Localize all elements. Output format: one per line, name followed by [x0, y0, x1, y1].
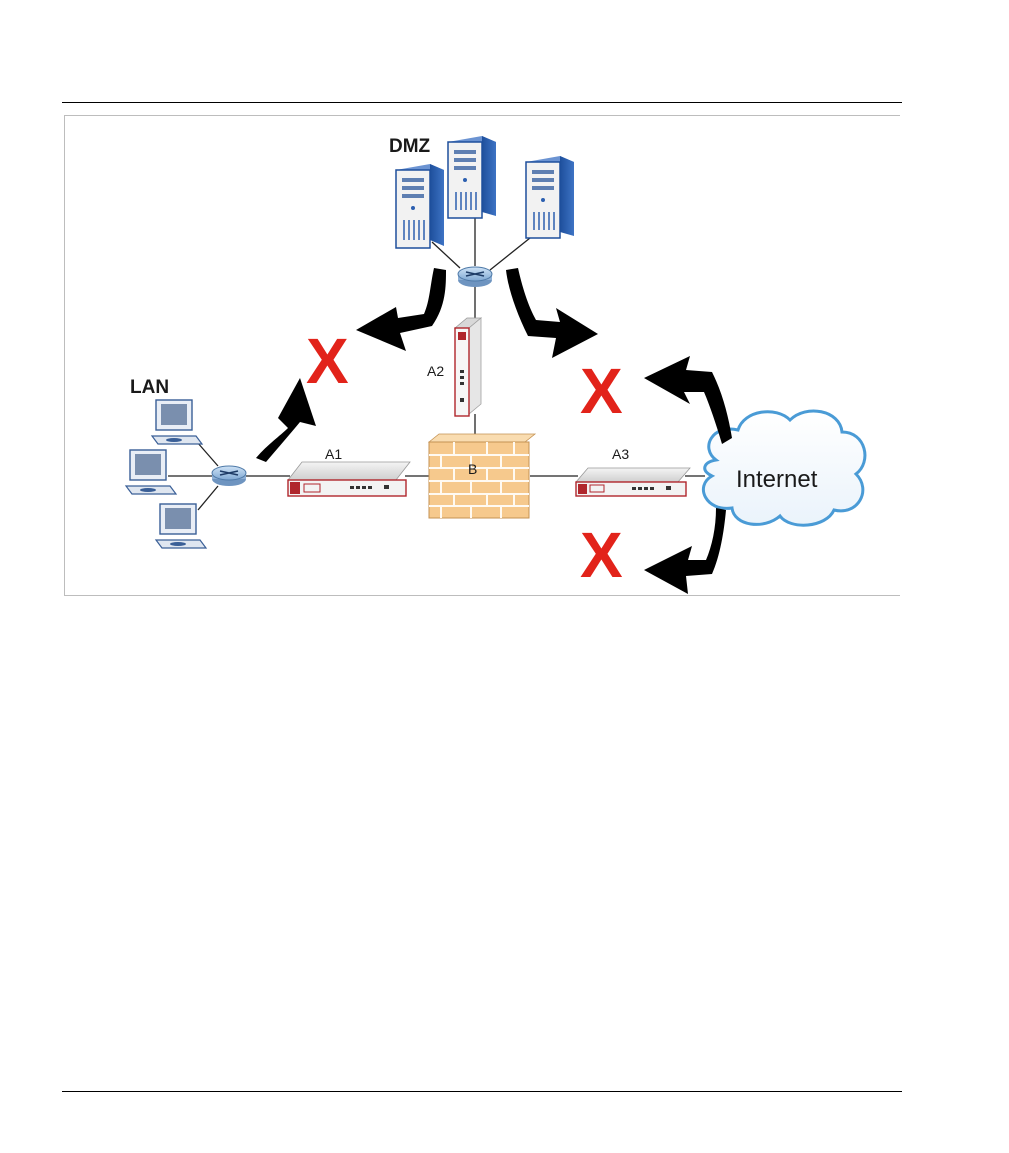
traffic-arrows [256, 268, 732, 594]
dmz-label: DMZ [389, 136, 431, 157]
server-icon [526, 156, 574, 238]
link-pc3-switch [198, 486, 218, 510]
arrow-internet-to-lan [644, 508, 726, 594]
blocked-x-dmz-lan: X [306, 325, 349, 397]
blocked-x-dmz-internet: X [580, 355, 623, 427]
server-icon [448, 136, 496, 218]
link-server3-switch [490, 238, 530, 270]
b-label: B [468, 461, 477, 477]
page-bottom-rule [62, 1091, 902, 1092]
router-icon [576, 468, 690, 496]
a2-label: A2 [427, 363, 444, 379]
server-icon [396, 164, 444, 248]
arrow-internet-to-dmz [644, 356, 732, 444]
internet-label: Internet [736, 466, 818, 493]
computer-icon [126, 450, 176, 494]
router-icon [288, 462, 410, 496]
a3-label: A3 [612, 446, 629, 462]
link-server1-switch [432, 242, 460, 268]
arrow-dmz-to-internet [506, 268, 598, 358]
lan-label: LAN [130, 377, 169, 398]
switch-icon [212, 466, 246, 486]
firewall-icon [429, 434, 535, 518]
router-icon [455, 318, 481, 416]
link-pc1-switch [197, 442, 218, 466]
switch-icon [458, 267, 492, 287]
a1-label: A1 [325, 446, 342, 462]
blocked-x-internet-lan: X [580, 519, 623, 591]
computer-icon [156, 504, 206, 548]
computer-icon [152, 400, 202, 444]
arrow-dmz-to-lan [356, 268, 446, 351]
